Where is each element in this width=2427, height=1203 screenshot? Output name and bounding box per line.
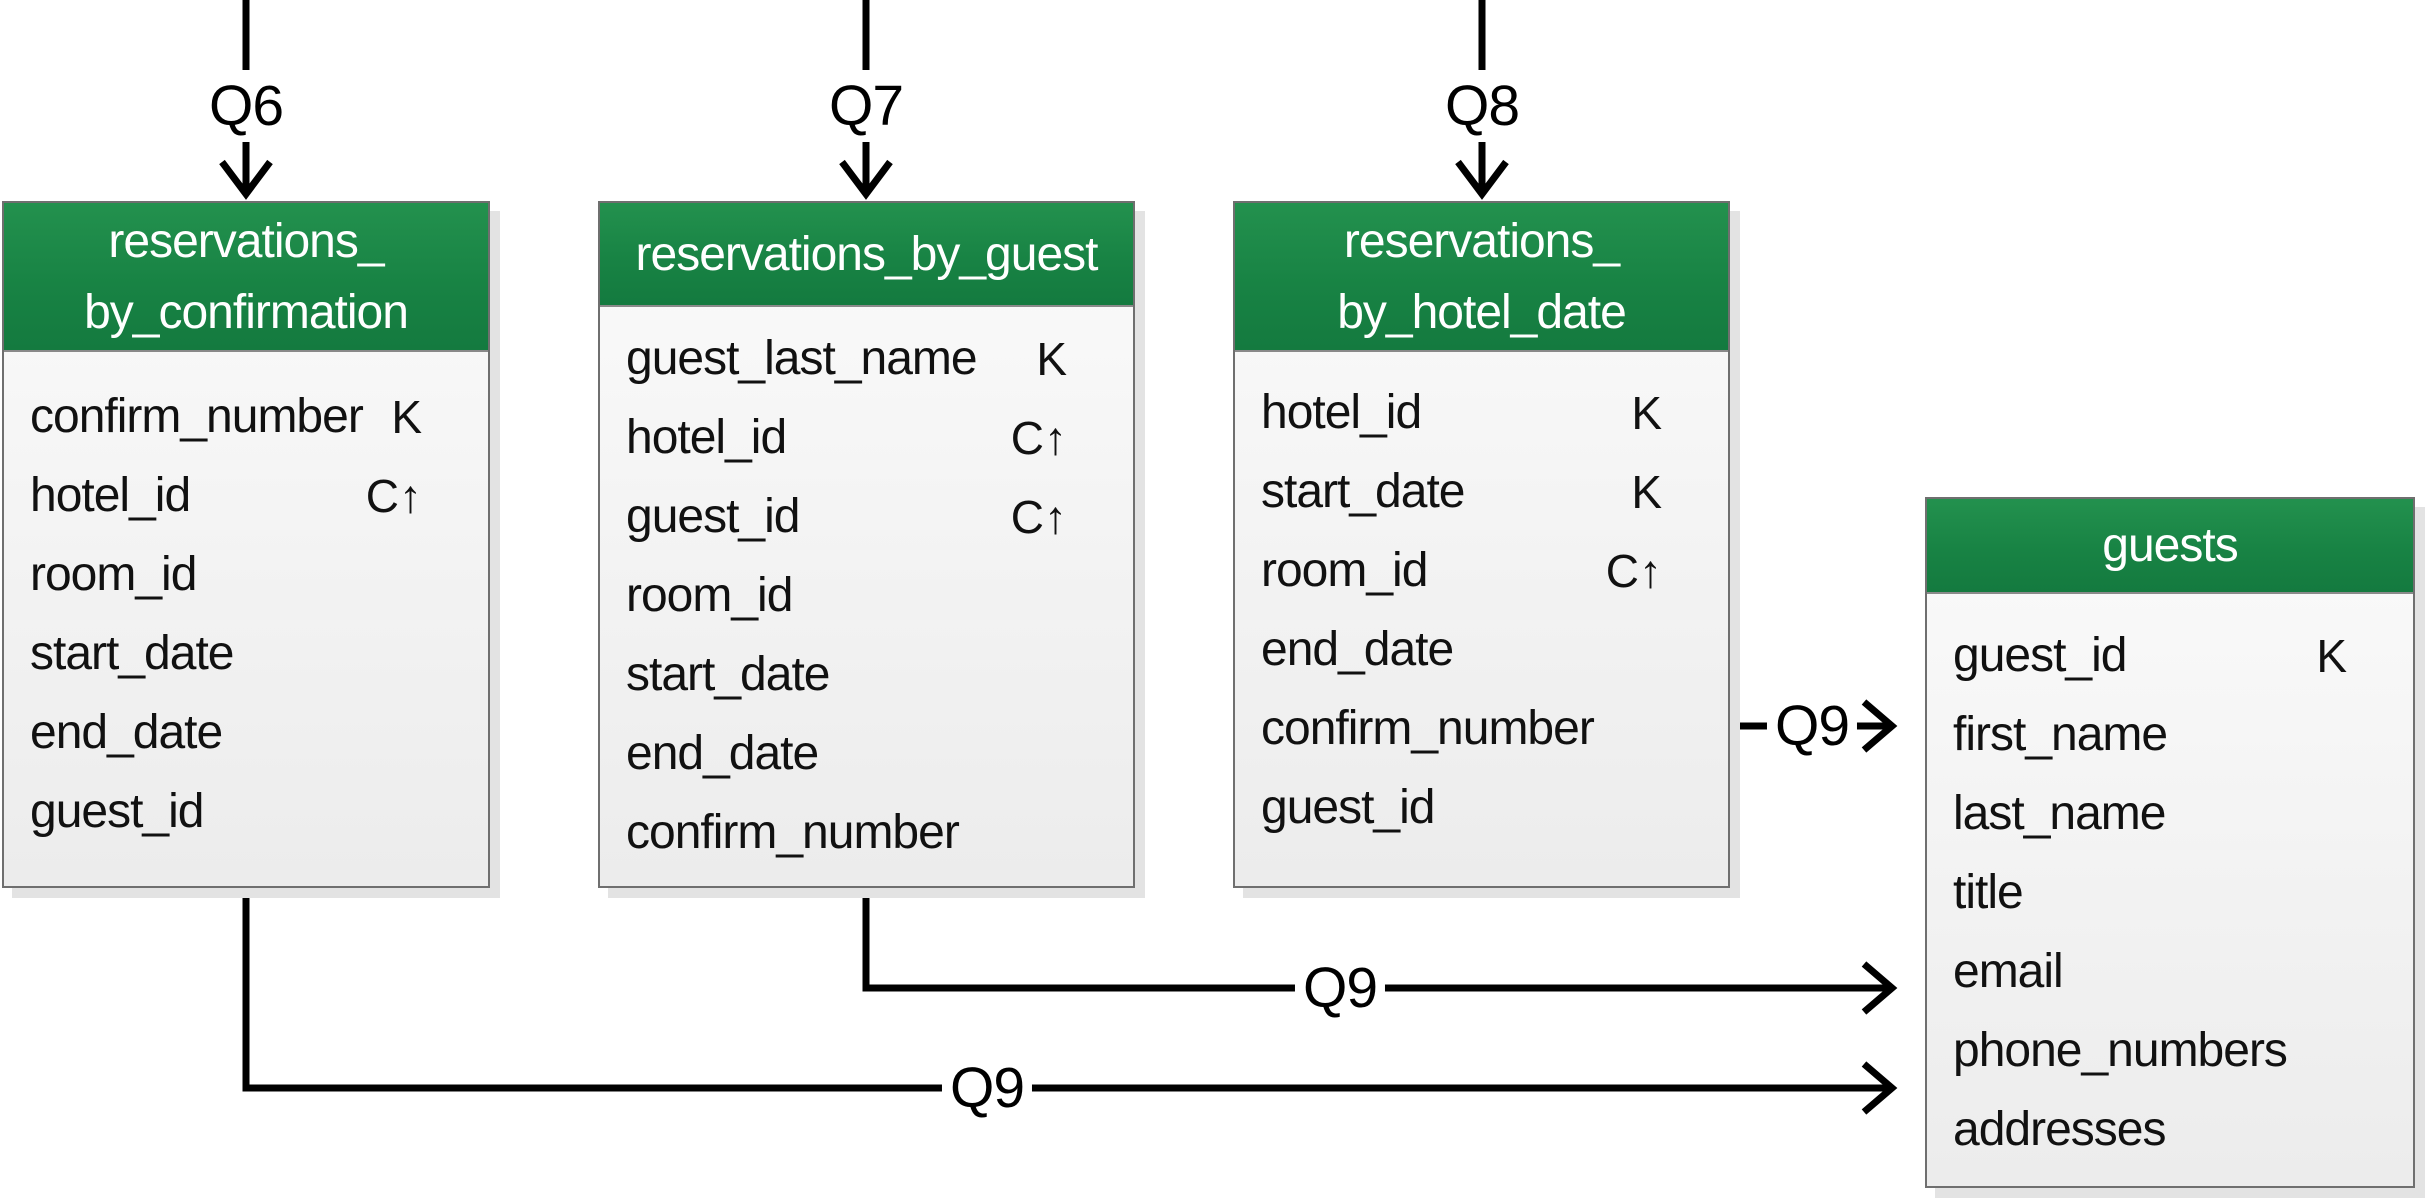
table-row: guest_id	[4, 772, 488, 851]
table-row: email	[1927, 932, 2413, 1011]
key-badge: K	[2316, 629, 2347, 682]
table-row: first_name	[1927, 695, 2413, 774]
table-row: guest_id	[1235, 768, 1728, 847]
table-row: confirm_number K	[4, 377, 488, 456]
q9-line-confirmation	[242, 886, 1890, 1092]
table-row: last_name	[1927, 774, 2413, 853]
key-badge: C↑	[1605, 544, 1662, 597]
column-name: start_date	[1261, 465, 1465, 518]
q7-label: Q7	[828, 74, 904, 138]
key-badge: K	[391, 390, 422, 443]
table-row: room_id	[4, 535, 488, 614]
table-row: confirm_number	[1235, 689, 1728, 768]
table-header: guests	[1927, 499, 2413, 594]
q6-arrowhead	[219, 159, 273, 200]
table-reservations-by-guest: reservations_by_guest guest_last_name K h…	[598, 201, 1135, 888]
table-row: room_id	[600, 556, 1133, 635]
column-name: hotel_id	[1261, 386, 1422, 439]
column-name: confirm_number	[1261, 702, 1595, 755]
column-name: end_date	[626, 727, 819, 780]
q6-label: Q6	[208, 74, 284, 138]
q9-arrowhead-3	[1861, 1061, 1898, 1115]
column-name: guest_last_name	[626, 332, 978, 385]
table-title-line: reservations_by_guest	[635, 227, 1099, 281]
table-title-line: by_confirmation	[84, 285, 409, 339]
column-name: guest_id	[626, 490, 800, 543]
table-header: reservations_ by_confirmation	[4, 203, 488, 352]
key-badge: K	[1631, 465, 1662, 518]
column-name: start_date	[30, 627, 234, 680]
q8-label: Q8	[1444, 74, 1520, 138]
column-name: guest_id	[1953, 629, 2127, 682]
table-row: start_date	[600, 635, 1133, 714]
column-name: end_date	[30, 706, 223, 759]
table-row: guest_last_name K	[600, 319, 1133, 398]
key-badge: K	[1036, 332, 1067, 385]
table-row: guest_id K	[1927, 616, 2413, 695]
table-row: hotel_id C↑	[600, 398, 1133, 477]
table-row: addresses	[1927, 1090, 2413, 1169]
table-row: start_date	[4, 614, 488, 693]
table-header: reservations_ by_hotel_date	[1235, 203, 1728, 352]
q9-arrowhead-2	[1861, 961, 1898, 1015]
q9-arrowhead-1	[1861, 699, 1898, 753]
table-title-line: reservations_	[108, 214, 384, 268]
column-name: last_name	[1953, 787, 2166, 840]
key-badge: C↑	[1010, 411, 1067, 464]
table-row: end_date	[600, 714, 1133, 793]
column-name: hotel_id	[626, 411, 787, 464]
key-badge: C↑	[1010, 490, 1067, 543]
table-row: confirm_number	[600, 793, 1133, 872]
table-title-line: reservations_	[1343, 214, 1620, 268]
column-name: guest_id	[30, 785, 204, 838]
q9-label-confirmation: Q9	[941, 1059, 1033, 1117]
column-name: hotel_id	[30, 469, 191, 522]
table-reservations-by-confirmation: reservations_ by_confirmation confirm_nu…	[2, 201, 490, 888]
table-title-line: guests	[2102, 519, 2238, 572]
table-header: reservations_by_guest	[600, 203, 1133, 307]
column-name: email	[1953, 945, 2064, 998]
table-row: phone_numbers	[1927, 1011, 2413, 1090]
table-guests: guests guest_id K first_name last_name ti…	[1925, 497, 2415, 1188]
table-row: hotel_id K	[1235, 373, 1728, 452]
table-row: hotel_id C↑	[4, 456, 488, 535]
key-badge: C↑	[365, 469, 422, 522]
table-row: end_date	[4, 693, 488, 772]
column-name: room_id	[1261, 544, 1428, 597]
table-title-line: by_hotel_date	[1337, 285, 1627, 339]
column-name: end_date	[1261, 623, 1454, 676]
column-name: confirm_number	[626, 806, 960, 859]
q7-arrowhead	[839, 159, 893, 200]
column-name: first_name	[1953, 708, 2168, 761]
column-name: title	[1953, 866, 2024, 919]
table-row: guest_id C↑	[600, 477, 1133, 556]
q8-arrowhead	[1455, 159, 1509, 200]
column-name: room_id	[30, 548, 197, 601]
column-name: confirm_number	[30, 390, 364, 443]
table-row: start_date K	[1235, 452, 1728, 531]
q9-label-hotel-date: Q9	[1766, 697, 1858, 755]
table-row: title	[1927, 853, 2413, 932]
table-row: room_id C↑	[1235, 531, 1728, 610]
q9-label-guest: Q9	[1294, 959, 1386, 1017]
column-name: room_id	[626, 569, 793, 622]
column-name: phone_numbers	[1953, 1024, 2288, 1077]
column-name: guest_id	[1261, 781, 1435, 834]
table-row: end_date	[1235, 610, 1728, 689]
column-name: addresses	[1953, 1103, 2166, 1156]
column-name: start_date	[626, 648, 830, 701]
key-badge: K	[1631, 386, 1662, 439]
